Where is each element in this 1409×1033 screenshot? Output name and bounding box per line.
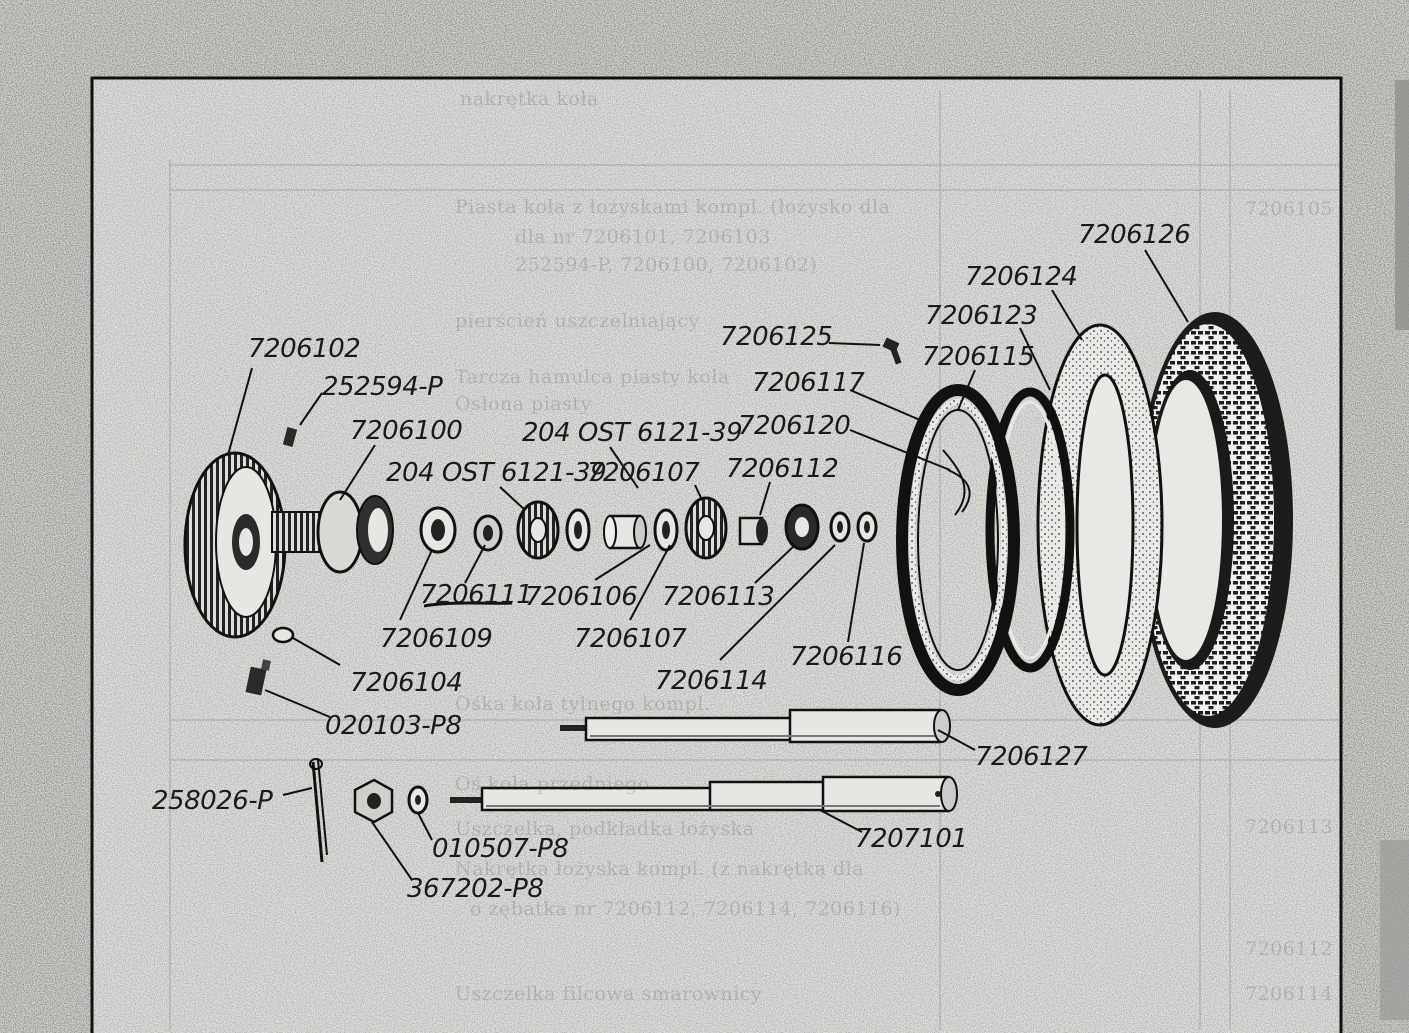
underline-mark [423,601,513,608]
bleed-text: Ośka koła tylnego kompl. [455,693,711,715]
bleed-text: o zębatka nr 7206112, 7206114, 7206116) [470,898,902,920]
inner-tube-7206124 [1036,323,1164,727]
part-label-7206114: 7206114 [655,666,768,696]
screw-252594-P [282,427,298,447]
cotter-pin-258026-P [309,758,328,863]
part-label-204-ost-left: 204 OST 6121-39 [386,458,607,488]
part-label-7206117: 7206117 [752,368,865,398]
bleed-text: Oś koła przedniego [455,773,650,795]
bleed-text: 7206105 [1245,198,1334,220]
part-label-7206120: 7206120 [738,411,851,441]
part-7206113 [784,503,820,551]
part-label-7206116: 7206116 [790,642,903,672]
part-label-367202-P8: 367202-P8 [407,874,544,904]
part-label-010507-P8: 010507-P8 [432,834,569,864]
bleed-text: nakrętka koła [460,88,599,110]
part-label-7206109: 7206109 [380,624,493,654]
part-7206107 [653,508,679,552]
part-7206112 [738,516,768,546]
part-label-7206112: 7206112 [726,454,839,484]
tyre-7206126 [1137,312,1293,728]
part-label-020103-P8: 020103-P8 [325,711,462,741]
grease-nipple-020103-P8 [245,659,271,696]
axle-7206127 [560,708,951,744]
part-label-7206113: 7206113 [662,582,775,612]
part-label-258026-P: 258026-P [152,786,273,816]
part-label-7206123: 7206123 [925,301,1038,331]
hub-body-7206100 [271,490,394,574]
part-7206106 [565,508,591,552]
part-label-7206115: 7206115 [922,342,1035,372]
part-label-252594-P: 252594-P [322,372,443,402]
part-label-7206107-top: 7206107 [587,458,700,488]
part-label-7206100: 7206100 [350,416,463,446]
bearing-204-left [516,500,560,560]
bleed-text: 7206112 [1245,938,1334,960]
leader-lines [227,249,1189,881]
bleed-text: 7206113 [1245,816,1334,838]
bleed-text: dla nr 7206101, 7206103 [515,226,771,248]
bleed-text: 252594-P, 7206100, 7206102) [515,254,818,276]
washer-7206104 [271,626,295,644]
bleed-text: Uszczelka filcowa smarownicy [455,983,763,1005]
bleed-text: Nakrętka łożyska kompl. (z nakrętką dla [455,858,865,880]
part-label-7206106: 7206106 [525,582,638,612]
washer-010507-P8 [407,785,429,815]
brake-drum-7206102 [183,451,287,639]
bleed-text: Tarcza hamulca piasty koła [455,366,730,388]
part-7206109 [419,506,457,554]
part-label-7206102: 7206102 [248,334,361,364]
part-label-7206127: 7206127 [975,742,1088,772]
part-label-7206124: 7206124 [965,262,1078,292]
part-label-204-ost-right: 204 OST 6121-39 [522,418,743,448]
nut-367202-P8 [353,778,394,824]
part-label-7207101: 7207101 [855,824,968,854]
spacer-tube [603,514,647,550]
valve-7206125 [882,337,902,365]
part-7206114 [829,511,851,543]
part-label-7206126: 7206126 [1078,220,1191,250]
bleed-text: Osłona piasty [455,393,592,415]
part-label-7206107-bottom: 7206107 [574,624,687,654]
part-label-7206125: 7206125 [720,322,833,352]
bleed-text: pierścień uszczelniający [455,310,700,332]
part-label-7206111: 7206111 [420,580,533,610]
part-label-7206104: 7206104 [350,668,463,698]
bleed-text: Uszczelka, podkładka łożyska [455,818,755,840]
bleed-text: 7206114 [1245,983,1334,1005]
bleed-text: Piasta koła z łożyskami kompl. (łożysko … [455,196,891,218]
axle-7207101 [450,775,958,813]
part-7206116 [856,511,878,543]
bearing-204-right [684,496,728,560]
part-7206111 [473,514,503,552]
